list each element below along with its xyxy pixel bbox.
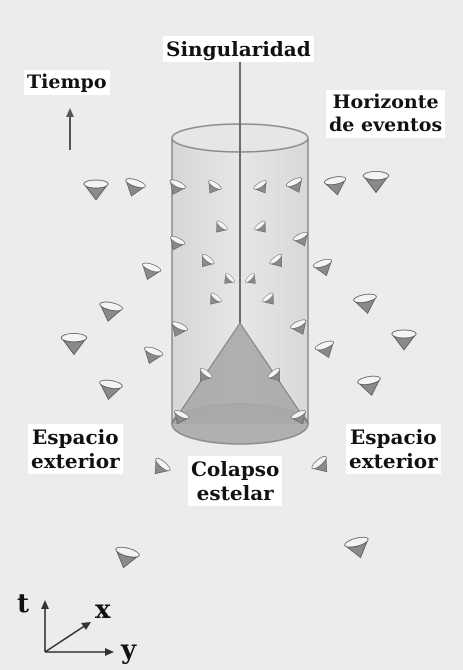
light-cone-icon: [208, 180, 222, 194]
light-cone-icon: [290, 410, 306, 425]
light-cone-icon: [312, 258, 333, 277]
stellar-collapse-label: Colapso estelar: [188, 456, 283, 506]
light-cone-icon: [285, 177, 303, 193]
outer-space-left-label: Espacio exterior: [28, 424, 123, 474]
light-cone-icon: [154, 458, 171, 475]
outer-space-left-line2: exterior: [31, 449, 120, 473]
light-cone-icon: [115, 546, 141, 569]
stellar-collapse-line2: estelar: [196, 481, 274, 505]
light-cone-icon: [83, 179, 109, 201]
light-cone-icon: [343, 536, 369, 559]
axes-indicator: [41, 600, 114, 656]
light-cone-icon: [362, 171, 390, 194]
light-cone-icon: [254, 220, 266, 233]
y-axis-label: y: [121, 635, 137, 665]
light-cone-icon: [352, 293, 377, 314]
light-cone-icon: [216, 220, 228, 233]
light-cone-icon: [99, 301, 124, 322]
light-cone-icon: [323, 176, 347, 196]
stellar-collapse-line1: Colapso: [191, 457, 280, 481]
light-cone-icon: [200, 368, 213, 382]
outer-space-left-line1: Espacio: [32, 425, 119, 449]
light-cone-icon: [245, 273, 256, 284]
light-cone-icon: [60, 333, 88, 356]
light-cone-icon: [391, 329, 417, 351]
event-horizon-label-line1: Horizonte: [332, 91, 439, 113]
light-cone-icon: [311, 456, 328, 473]
light-cone-icon: [210, 292, 222, 305]
star-cone: [172, 323, 308, 424]
light-cone-icon: [269, 254, 282, 268]
light-cone-icon: [262, 292, 274, 305]
light-cone-icon: [267, 368, 280, 382]
light-cone-icon: [142, 262, 162, 281]
light-cone-icon: [356, 375, 381, 396]
light-cone-icon: [289, 319, 307, 335]
light-cone-icon: [125, 178, 147, 197]
event-horizon-label: Horizonte de eventos: [326, 90, 446, 138]
light-cone-icon: [169, 179, 187, 195]
light-cone-icon: [292, 232, 308, 247]
time-arrow: [66, 108, 74, 150]
singularity-label: Singularidad: [163, 36, 314, 62]
time-label: Tiempo: [24, 70, 110, 95]
outer-space-right-line2: exterior: [349, 449, 438, 473]
light-cone-icon: [99, 379, 124, 400]
light-cone-icon: [224, 273, 235, 284]
light-cone-icon: [314, 340, 334, 359]
light-cone-icon: [253, 180, 267, 194]
outer-space-right-label: Espacio exterior: [346, 424, 441, 474]
outer-space-right-line1: Espacio: [350, 425, 437, 449]
light-cone-icon: [144, 346, 164, 365]
light-cone-icon: [174, 410, 190, 425]
light-cone-icon: [171, 321, 189, 337]
light-cones: [60, 171, 417, 569]
light-cone-icon: [202, 254, 215, 268]
event-horizon-label-line2: de eventos: [329, 113, 443, 136]
x-axis: [44, 624, 87, 653]
t-axis-label: t: [17, 589, 30, 619]
light-cone-icon: [170, 236, 186, 251]
x-axis-label: x: [95, 595, 111, 625]
